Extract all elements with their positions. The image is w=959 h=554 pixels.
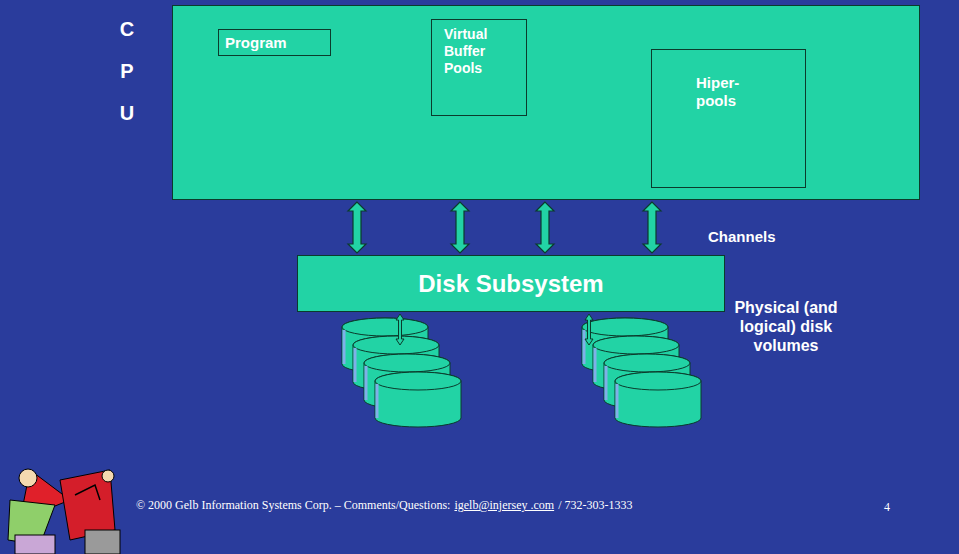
footer-phone: / 732-303-1333 [558, 498, 632, 512]
box-label: Program [225, 34, 330, 52]
disk-cylinder [615, 372, 701, 427]
disk-shade [605, 366, 608, 400]
disk-shade [343, 330, 346, 364]
cpu-box: C P UProgramVirtual Buffer PoolsHiper- p… [172, 5, 920, 200]
disk-top [342, 318, 428, 336]
disk-top [593, 336, 679, 354]
drive-arrow [396, 314, 404, 345]
footer-email: igelb@injersey .com [454, 498, 554, 512]
volume-label: Physical (and logical) disk volumes [730, 298, 842, 356]
channel-arrow [348, 202, 366, 253]
hiperpool-box: Hiper- pools [651, 49, 806, 188]
box-label: Virtual Buffer Pools [444, 26, 514, 76]
drive-arrow [585, 314, 593, 345]
process-box: Program [218, 29, 331, 56]
footer-row: © 2000 Gelb Information Systems Corp. – … [136, 498, 632, 513]
box-label: Hiper- pools [696, 74, 754, 110]
disk-shade [616, 384, 619, 418]
disk-stacks [342, 314, 701, 427]
disk-shade [583, 330, 586, 364]
channel-arrow [643, 202, 661, 253]
disk-shade [354, 348, 357, 382]
footer-text: © 2000 Gelb Information Systems Corp. – … [136, 498, 450, 512]
disk-cylinder [375, 372, 461, 427]
buffer-box: Virtual Buffer Pools [431, 19, 527, 116]
disk-top [375, 372, 461, 390]
disk-top [615, 372, 701, 390]
disk-shade [594, 348, 597, 382]
box-label: Disk Subsystem [298, 270, 724, 299]
disk-shade [365, 366, 368, 400]
clown-icon [8, 469, 120, 554]
disk-shade [376, 384, 379, 418]
page-number: 4 [884, 500, 890, 514]
disk-top [364, 354, 450, 372]
cpu-heading: C P U [117, 8, 137, 134]
disk-top [604, 354, 690, 372]
channel-arrow [536, 202, 554, 253]
channel-label: Channels [708, 228, 776, 246]
channel-arrow [451, 202, 469, 253]
disk-top [582, 318, 668, 336]
subsystem-box: Disk Subsystem [297, 255, 725, 312]
